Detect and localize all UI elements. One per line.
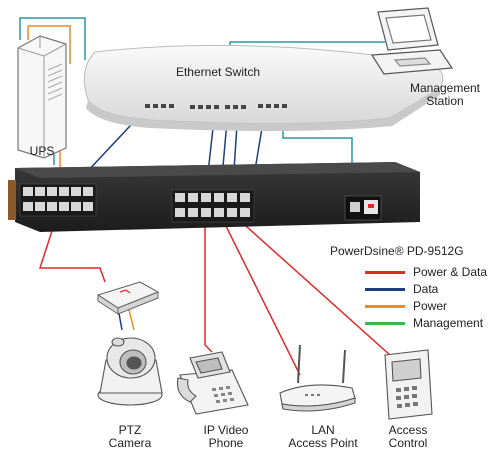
ethernet-switch	[83, 44, 444, 132]
ip-video-phone-icon	[176, 351, 249, 415]
midspan-top	[15, 162, 420, 178]
ethernet-switch-label: Ethernet Switch	[175, 65, 261, 79]
legend-swatch-data	[365, 287, 405, 291]
legend-item-data: Data	[365, 281, 487, 297]
computer-icon	[370, 7, 454, 75]
switch-port-row	[145, 104, 287, 109]
ptz-camera-label-line1: PTZ	[118, 423, 142, 437]
legend-item-management: Management	[365, 315, 487, 331]
poe-cable-access-control	[227, 209, 391, 356]
access-control-label-line2: Control	[388, 436, 428, 450]
poe-midspan-unit	[8, 162, 420, 232]
ip-video-phone-label-line2: Phone	[208, 436, 244, 450]
ups-power-cable-a	[27, 25, 71, 64]
keyboard-keys	[393, 57, 432, 67]
rack-ear-left	[8, 180, 16, 220]
ups-label: UPS	[29, 144, 55, 158]
legend: Power & Data Data Power Management	[365, 264, 487, 332]
management-station-label-line2: Station	[426, 94, 464, 108]
management-station-label-line1: Management	[409, 81, 481, 95]
ups-to-switch-cable	[19, 17, 86, 60]
ptz-camera-label-line2: Camera	[108, 436, 152, 450]
ip-video-phone-label: IP Video Phone	[186, 424, 266, 450]
legend-swatch-power-data	[365, 270, 405, 274]
ups-icon	[17, 35, 67, 159]
legend-label-power: Power	[413, 299, 448, 313]
legend-item-power-data: Power & Data	[365, 264, 487, 280]
ups-edges	[17, 36, 67, 158]
management-module	[344, 195, 382, 221]
legend-label-management: Management	[413, 316, 484, 330]
access-control-icon	[384, 349, 433, 420]
legend-swatch-management	[365, 321, 405, 325]
access-point-label: LAN Access Point	[278, 424, 368, 450]
management-station-label: Management Station	[400, 82, 490, 108]
poe-cable-access-point	[217, 209, 301, 376]
monitor-screen	[385, 14, 432, 44]
ip-video-phone-label-line1: IP Video	[203, 423, 249, 437]
ptz-camera-icon	[97, 337, 163, 406]
ptz-camera-label: PTZ Camera	[100, 424, 160, 450]
ups-body	[17, 35, 67, 159]
port-block-center	[171, 189, 255, 223]
poe-cable-ptz-hub	[38, 199, 106, 283]
product-label: PowerDsine® PD-9512G	[330, 244, 464, 258]
legend-label-power-data: Power & Data	[413, 265, 488, 279]
ups-vents	[47, 63, 63, 101]
legend-label-data: Data	[413, 282, 439, 296]
legend-swatch-power	[365, 304, 405, 308]
access-point-icon	[279, 344, 356, 412]
legend-item-power: Power	[365, 298, 487, 314]
access-point-label-line2: Access Point	[288, 436, 358, 450]
poe-cable-phone	[204, 210, 213, 353]
poe-splitter-icon	[96, 281, 160, 315]
access-control-label: Access Control	[373, 424, 443, 450]
access-point-label-line1: LAN	[311, 423, 335, 437]
access-control-label-line1: Access	[388, 423, 428, 437]
port-block-left	[19, 183, 97, 217]
